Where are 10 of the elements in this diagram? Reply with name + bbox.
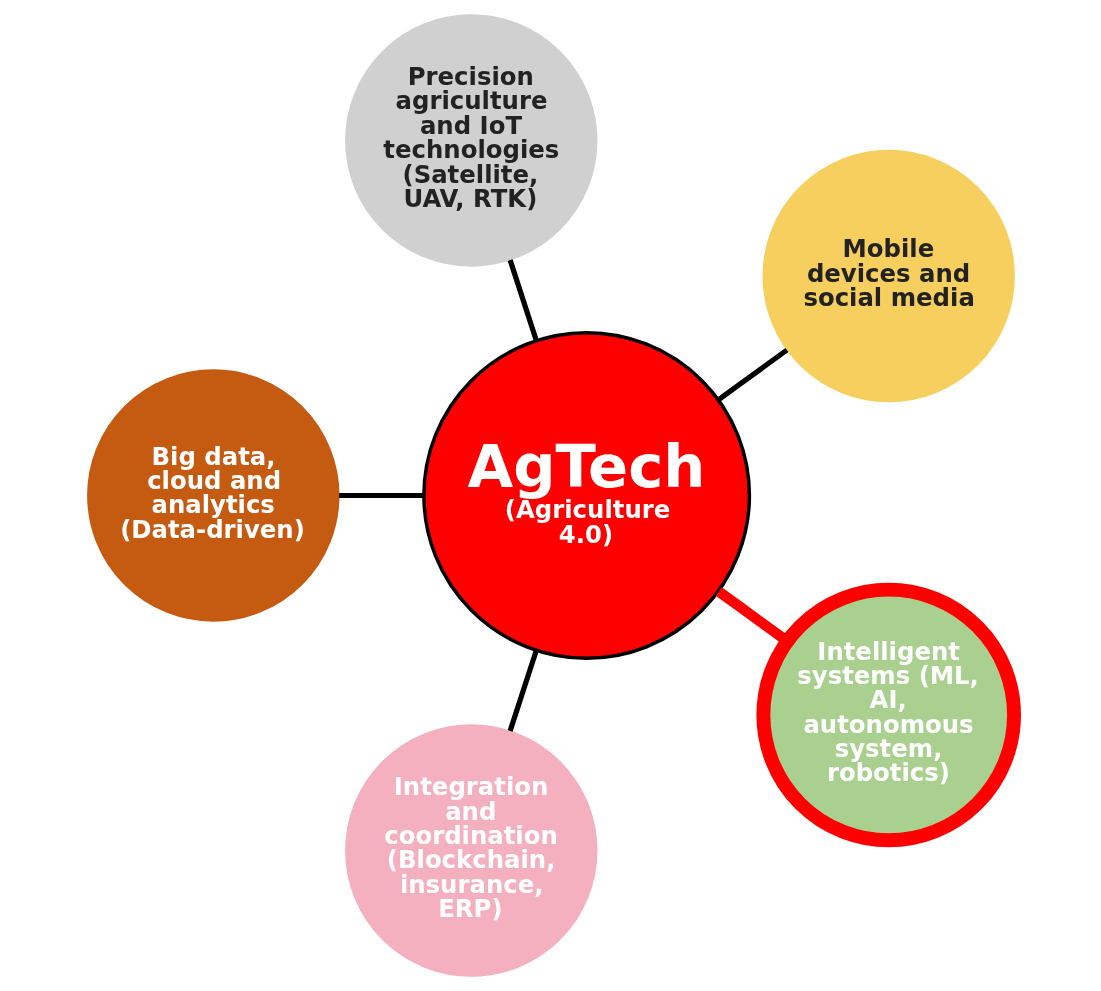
- connector: [507, 259, 539, 342]
- node-circle: AgTech (Agriculture 4.0): [421, 331, 751, 660]
- node-circle: Intelligent systems (ML, AI, autonomous system, robotics): [755, 582, 1021, 848]
- node-circle: Big data, cloud and analytics (Data-driven): [86, 369, 339, 622]
- node-circle: Precision agriculture and IoT technologies (Satellite, UAV, RTK): [344, 14, 597, 267]
- connector: [338, 492, 423, 499]
- connector: [716, 347, 788, 402]
- node-circle: Integration and coordination (Blockchain, insurance, ERP): [344, 724, 597, 977]
- node-circle: Mobile devices and social media: [762, 149, 1015, 403]
- connector: [507, 649, 539, 732]
